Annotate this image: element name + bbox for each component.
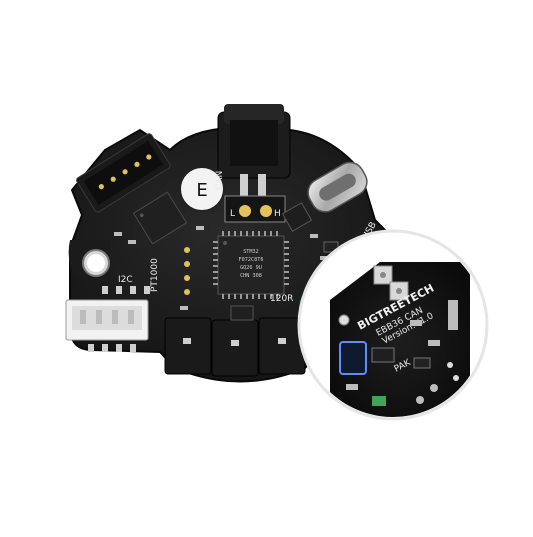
i2c-label: I2C — [118, 275, 133, 285]
mcu-line-2: F072C8T6 — [239, 257, 264, 263]
mcu-line-1: STM32 — [243, 249, 259, 255]
white-jst-connector — [65, 299, 149, 341]
mounting-hole-left-inner — [87, 254, 105, 272]
can-terminal: L H CAN — [215, 171, 286, 223]
usb-c-port — [307, 161, 368, 213]
header-connector-top-left — [76, 133, 171, 213]
zoom-magnifier: BIGTREETECH EBB36 CAN Version:V1.0 PAK — [297, 229, 489, 421]
crystal — [281, 202, 313, 232]
power-connector — [217, 104, 291, 196]
can-label: CAN — [215, 171, 225, 190]
can-h-label: H — [274, 209, 281, 219]
small-ic — [230, 305, 254, 321]
mcu-chip: STM32 F072C8T6 GQ26 9U CHN 308 — [213, 231, 289, 299]
mcu-line-3: GQ26 9U — [240, 265, 262, 271]
i2c-header — [102, 286, 150, 294]
bottom-left-pins — [88, 344, 136, 352]
fan-label: E — [196, 180, 207, 201]
r120-label: 120R — [270, 294, 293, 304]
stepper-driver-chip — [132, 191, 188, 245]
fan-connector: E — [179, 166, 225, 212]
smd-components — [114, 226, 339, 310]
bottom-connectors — [164, 317, 306, 377]
can-l-label: L — [230, 209, 235, 219]
gold-pad-column — [184, 247, 190, 295]
mcu-line-4: CHN 308 — [240, 273, 262, 279]
pt1000-label: PT1000 — [150, 258, 160, 292]
